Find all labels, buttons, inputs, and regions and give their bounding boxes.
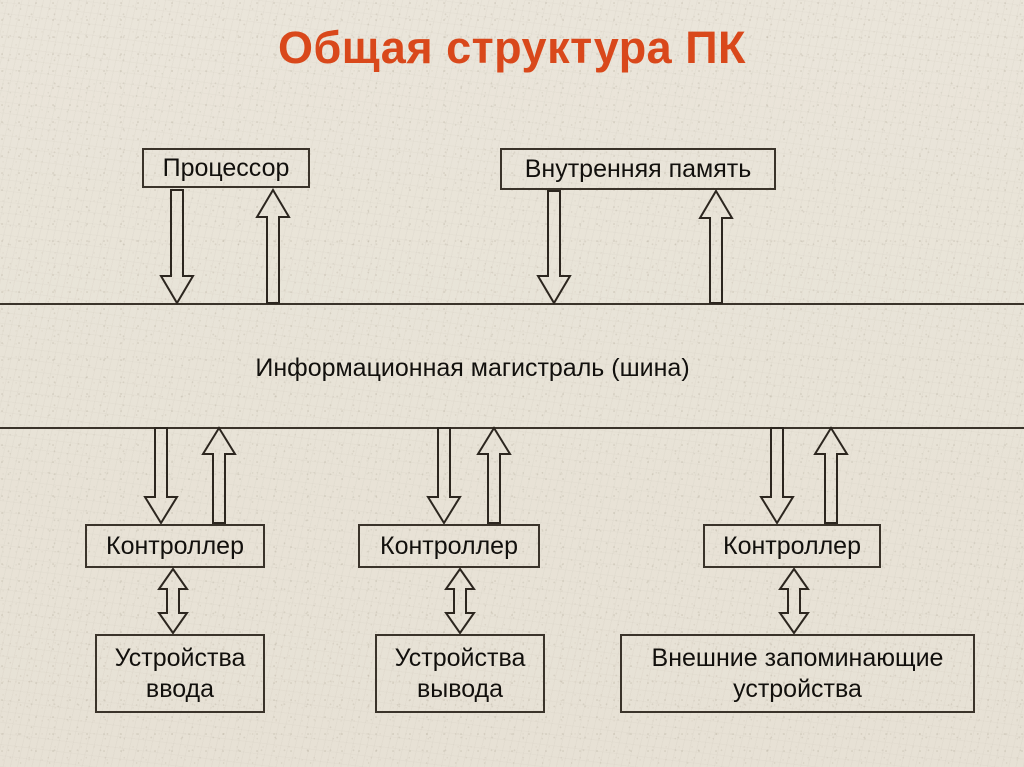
arrow-controller-1-to-bus-up-icon [201, 426, 237, 524]
bus-bottom-line [0, 427, 1024, 429]
arrow-memory-to-bus-down-icon [536, 190, 572, 305]
arrow-controller-1-device-bidirectional-icon [157, 567, 189, 635]
arrow-bus-to-controller-1-down-icon [143, 427, 179, 525]
node-controller-1[interactable]: Контроллер [85, 524, 265, 568]
node-controller-3[interactable]: Контроллер [703, 524, 881, 568]
arrow-controller-3-device-bidirectional-icon [778, 567, 810, 635]
arrow-controller-2-device-bidirectional-icon [444, 567, 476, 635]
page-title: Общая структура ПК [277, 22, 747, 73]
node-input-devices[interactable]: Устройства ввода [95, 634, 265, 713]
bus-label: Информационная магистраль (шина) [255, 354, 690, 382]
node-internal-memory[interactable]: Внутренняя память [500, 148, 776, 190]
node-controller-2[interactable]: Контроллер [358, 524, 540, 568]
bus-top-line [0, 303, 1024, 305]
arrow-controller-2-to-bus-up-icon [476, 426, 512, 524]
node-output-devices[interactable]: Устройства вывода [375, 634, 545, 713]
arrow-processor-to-bus-down-icon [159, 189, 195, 305]
arrow-bus-to-processor-up-icon [255, 188, 291, 304]
node-processor[interactable]: Процессор [142, 148, 310, 188]
arrow-bus-to-controller-2-down-icon [426, 427, 462, 525]
arrow-bus-to-memory-up-icon [698, 189, 734, 304]
arrow-controller-3-to-bus-up-icon [813, 426, 849, 524]
arrow-bus-to-controller-3-down-icon [759, 427, 795, 525]
node-storage-devices[interactable]: Внешние запоминающие устройства [620, 634, 975, 713]
